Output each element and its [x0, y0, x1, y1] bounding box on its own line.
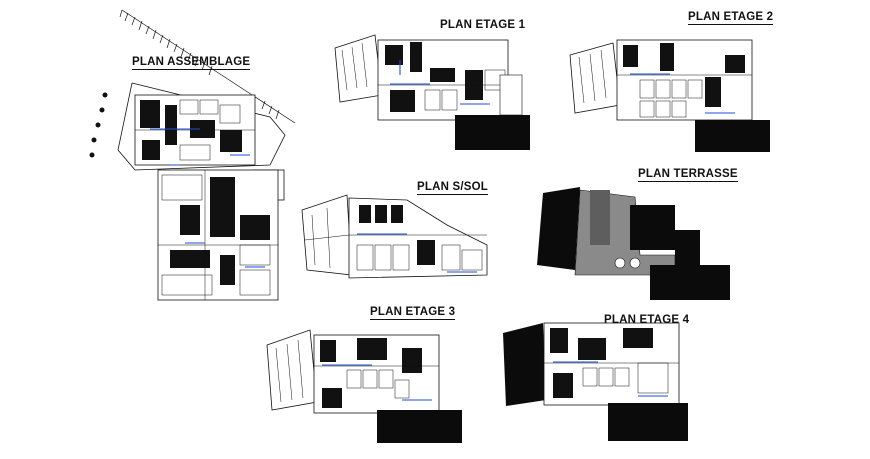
label-plan-sous-sol: PLAN S/SOL: [417, 181, 489, 195]
label-plan-etage-2: PLAN ETAGE 2: [688, 11, 774, 25]
label-plan-assemblage: PLAN ASSEMBLAGE: [132, 56, 251, 70]
plan-terrasse-drawing: [537, 187, 730, 300]
plan-etage-4-drawing: [503, 322, 688, 441]
label-plan-etage-1: PLAN ETAGE 1: [440, 19, 526, 31]
label-plan-etage-3: PLAN ETAGE 3: [370, 306, 456, 320]
plan-sous-sol-drawing: [301, 194, 488, 279]
plan-etage-1-drawing: [334, 34, 530, 150]
plan-assemblage-drawing: [89, 9, 296, 301]
label-plan-terrasse: PLAN TERRASSE: [638, 168, 738, 182]
plan-etage-2-drawing: [569, 39, 770, 152]
plan-etage-3-drawing: [266, 329, 462, 443]
